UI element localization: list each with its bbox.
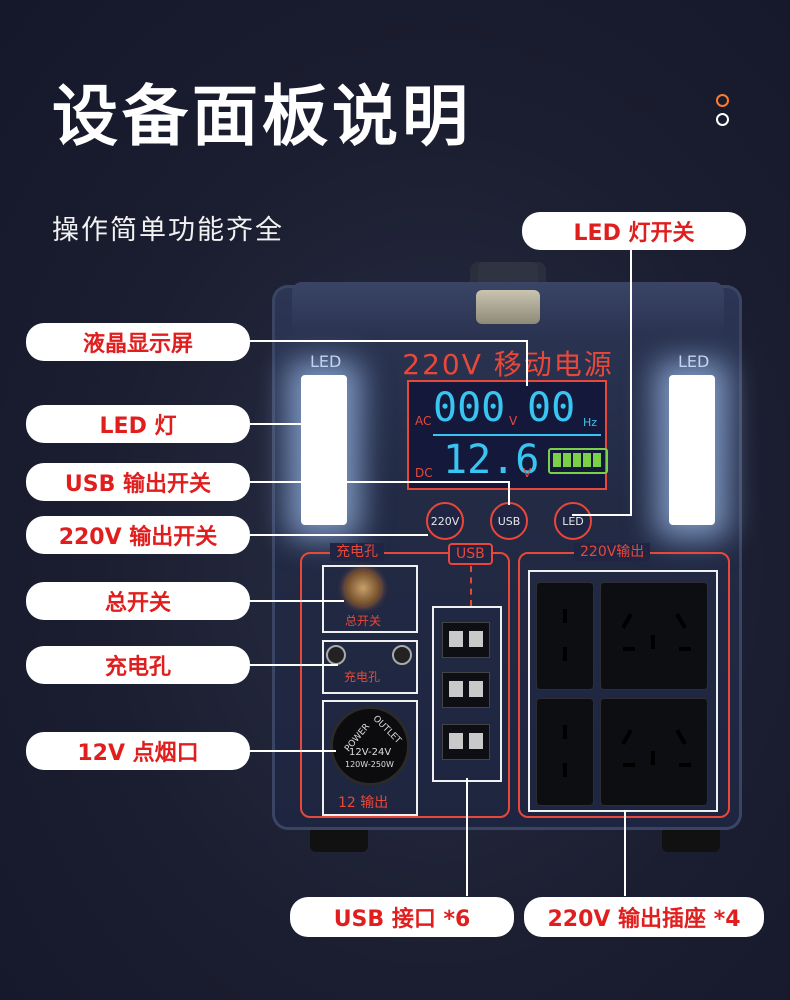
callout-led-light: LED 灯 (26, 405, 250, 443)
callout-ac-switch: 220V 输出开关 (26, 516, 250, 554)
charge-port-label: 充电孔 (344, 670, 381, 684)
device-brand: 220V 移动电源 (402, 348, 614, 381)
lcd-dc-value: 12.6 (443, 437, 540, 483)
usb-port-pair-1[interactable] (442, 622, 490, 658)
ac-outlet-2[interactable] (600, 582, 708, 690)
left-panel-frame (300, 552, 510, 818)
led-light-button[interactable]: LED (554, 502, 592, 540)
led-light-right (669, 375, 715, 525)
callout-charge-port: 充电孔 (26, 646, 250, 684)
callout-cig: 12V 点烟口 (26, 732, 250, 770)
main-switch-label: 总开关 (345, 614, 382, 628)
lcd-divider (433, 434, 601, 436)
line-usb-ports (466, 778, 468, 896)
lcd-hz-value: 00 (527, 385, 576, 431)
cig-rating-2: 120W-250W (345, 760, 394, 769)
usb-port-pair-2[interactable] (442, 672, 490, 708)
cig-rating-1: 12V-24V (349, 747, 392, 758)
battery-icon (548, 448, 608, 474)
line-lcd-v (526, 340, 528, 386)
ac-output-button[interactable]: 220V (426, 502, 464, 540)
lcd-ac-value: 000 (433, 385, 506, 431)
main-power-switch[interactable] (345, 570, 381, 606)
cig-output-label: 12 输出 (338, 795, 389, 811)
page-title: 设备面板说明 (52, 78, 472, 155)
lcd-v-unit: V (509, 414, 518, 428)
line-charge (248, 664, 338, 666)
line-led-switch (572, 514, 632, 516)
callout-led-switch: LED 灯开关 (522, 212, 746, 250)
lcd-hz-unit: Hz (583, 416, 598, 429)
charge-port-box (322, 640, 418, 694)
page-subtitle: 操作简单功能齐全 (52, 215, 284, 246)
lcd-dc-label: DC (415, 466, 433, 480)
line-ac-switch (248, 534, 428, 536)
usb-panel-tag: USB (448, 543, 493, 565)
line-led-switch-v (630, 248, 632, 516)
usb-dashed-line (470, 566, 472, 606)
device-foot-left (310, 830, 368, 852)
handle-icon (476, 290, 540, 324)
led-light-left (301, 375, 347, 525)
callout-lcd: 液晶显示屏 (26, 323, 250, 361)
ac-panel-tag: 220V输出 (574, 543, 651, 561)
callout-usb-ports: USB 接口 *6 (290, 897, 514, 937)
led-left-label: LED (310, 352, 342, 371)
decor-dots-icon (716, 94, 730, 132)
line-usb-switch-v (508, 481, 510, 505)
callout-ac-outlets: 220V 输出插座 *4 (524, 897, 764, 937)
ac-outlets-box (528, 570, 718, 812)
led-right-label: LED (678, 352, 710, 371)
line-ac-outlets (624, 810, 626, 896)
ac-outlet-3[interactable] (536, 698, 594, 806)
charge-jack-right[interactable] (392, 645, 412, 665)
line-led (248, 423, 306, 425)
callout-main-switch: 总开关 (26, 582, 250, 620)
cig-outlet-text: OUTLET (370, 713, 403, 747)
line-cig (248, 750, 336, 752)
line-lcd (248, 340, 528, 342)
device-foot-right (662, 830, 720, 852)
line-main-switch (248, 600, 344, 602)
cig-lighter-socket[interactable]: POWER OUTLET 12V-24V 120W-250W (330, 706, 410, 786)
lcd-dc-unit: V (523, 466, 532, 480)
ac-outlet-1[interactable] (536, 582, 594, 690)
line-usb-switch (248, 481, 510, 483)
lcd-display: AC 000 V 00 Hz DC 12.6 V (407, 380, 608, 490)
charge-panel-tag: 充电孔 (330, 543, 384, 561)
usb-output-button[interactable]: USB (490, 502, 528, 540)
ac-outlet-4[interactable] (600, 698, 708, 806)
charge-jack-left[interactable] (326, 645, 346, 665)
callout-usb-switch: USB 输出开关 (26, 463, 250, 501)
lcd-ac-label: AC (415, 414, 432, 428)
cig-lighter-box (322, 700, 418, 816)
main-switch-box (322, 565, 418, 633)
usb-port-pair-3[interactable] (442, 724, 490, 760)
